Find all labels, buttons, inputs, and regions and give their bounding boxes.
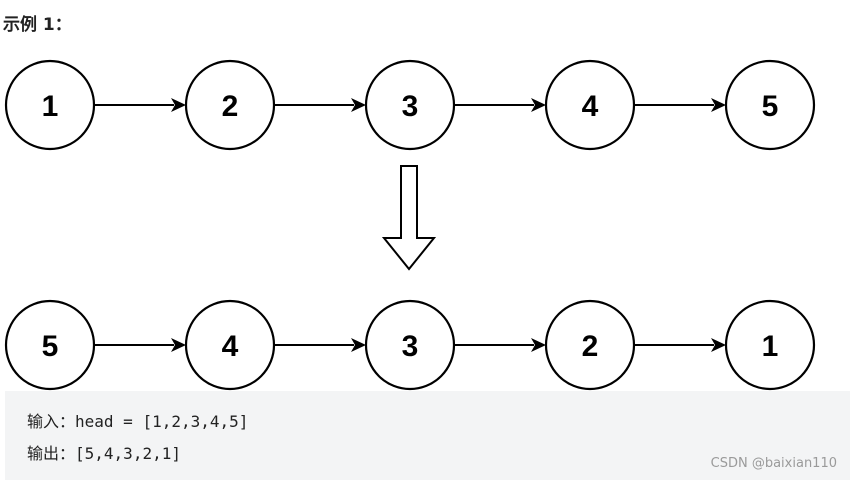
input-node-label-4: 4: [582, 90, 599, 123]
input-node-label-1: 1: [42, 90, 59, 123]
output-arrowhead-2: [351, 338, 366, 352]
output-node-5: [724, 299, 816, 391]
output-line: 输出：[5,4,3,2,1]: [27, 443, 181, 465]
input-list-row: 1 2 3 4 5: [4, 59, 816, 151]
output-node-label-5: 1: [762, 330, 779, 363]
linked-list-diagram: 1 2 3 4 5 5 4 3 2 1: [4, 59, 816, 391]
input-arrowhead-3: [531, 98, 546, 112]
output-node-label-3: 3: [402, 330, 419, 363]
input-arrowhead-4: [711, 98, 726, 112]
example-title: 示例 1：: [3, 15, 72, 35]
example-code-block: 输入：head = [1,2,3,4,5] 输出：[5,4,3,2,1] CSD…: [5, 391, 850, 480]
output-arrowhead-3: [531, 338, 546, 352]
output-arrowhead-1: [171, 338, 186, 352]
input-value: head = [1,2,3,4,5]: [75, 412, 249, 431]
input-node-5: [724, 59, 816, 151]
input-arrowhead-2: [351, 98, 366, 112]
input-label: 输入：: [27, 412, 76, 431]
output-label: 输出：: [27, 444, 76, 463]
output-node-label-1: 5: [42, 330, 59, 363]
output-node-label-2: 4: [222, 330, 239, 363]
down-arrow-icon: [381, 165, 437, 271]
output-arrowhead-4: [711, 338, 726, 352]
input-node-label-5: 5: [762, 90, 779, 123]
output-value: [5,4,3,2,1]: [75, 444, 181, 463]
output-list-row: 5 4 3 2 1: [4, 299, 816, 391]
input-arrowhead-1: [171, 98, 186, 112]
output-node-label-4: 2: [582, 330, 599, 363]
input-node-label-3: 3: [402, 90, 419, 123]
watermark: CSDN @baixian110: [710, 456, 837, 471]
input-node-label-2: 2: [222, 90, 239, 123]
input-line: 输入：head = [1,2,3,4,5]: [27, 411, 248, 433]
